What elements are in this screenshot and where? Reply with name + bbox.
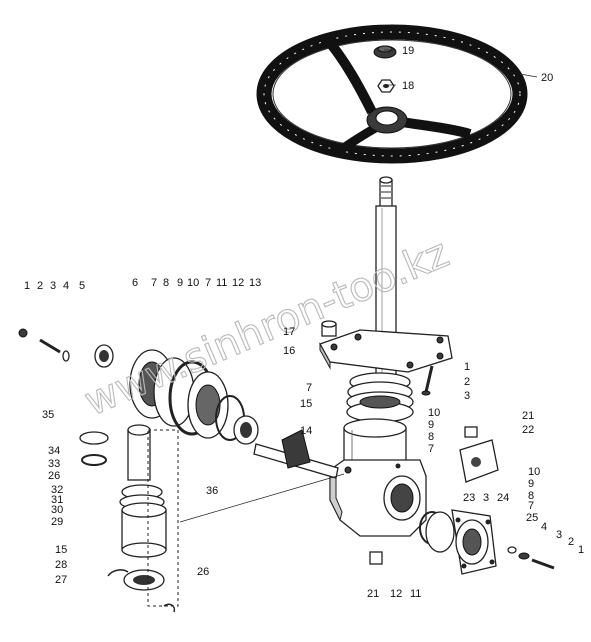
callout-m1: 1 — [578, 544, 584, 556]
callout-s32: 32 — [51, 484, 63, 496]
callout-l13a: 13 — [249, 277, 261, 289]
callout-m3: 3 — [483, 492, 489, 504]
callout-m24: 24 — [497, 492, 509, 504]
callout-l11a: 11 — [216, 277, 227, 289]
callout-l6a: 6 — [132, 277, 138, 289]
callout-m2: 2 — [568, 536, 574, 548]
bushing-17 — [321, 320, 337, 337]
steering-wheel — [256, 24, 528, 164]
gear-housing — [329, 418, 427, 537]
callout-r14: 14 — [300, 425, 312, 437]
seal-5 — [94, 344, 114, 368]
callout-s26: 26 — [48, 470, 60, 482]
callout-l3a: 3 — [50, 280, 56, 292]
callout-m3b: 3 — [556, 529, 562, 541]
callout-l7a: 7 — [151, 277, 157, 289]
callout-m7: 7 — [528, 500, 534, 512]
callout-s28: 28 — [55, 559, 67, 571]
callout-r1: 1 — [464, 361, 470, 373]
callout-m9: 9 — [528, 478, 534, 490]
callout-r10a: 10 — [428, 407, 440, 419]
right-cover-group — [419, 509, 497, 575]
callout-c18: 18 — [402, 80, 414, 92]
callout-r17: 17 — [283, 326, 295, 338]
callout-s27: 27 — [55, 574, 67, 586]
callout-l9a: 9 — [177, 277, 183, 289]
flange-bolt — [421, 365, 434, 396]
column-flange — [319, 329, 453, 373]
callout-s29: 29 — [51, 516, 63, 528]
callout-s35: 35 — [42, 409, 54, 421]
callout-r2: 2 — [464, 376, 470, 388]
plug-21-bottom — [369, 551, 383, 565]
callout-l5a: 5 — [79, 280, 85, 292]
plug-21-top — [464, 426, 478, 438]
callout-s26b: 26 — [197, 566, 209, 578]
callout-r3: 3 — [464, 390, 470, 402]
callout-s36: 36 — [206, 485, 218, 497]
callout-s15: 15 — [55, 544, 67, 556]
callout-l2a: 2 — [37, 280, 43, 292]
bolt-set-left — [18, 328, 70, 362]
callout-b12: 12 — [390, 588, 402, 600]
upper-bearing-stack — [346, 372, 414, 423]
callout-r21a: 21 — [522, 410, 534, 422]
callout-s30: 30 — [51, 504, 63, 516]
callout-c20: 20 — [541, 72, 553, 84]
callout-r7a: 7 — [306, 382, 312, 394]
callout-r9a: 9 — [428, 419, 434, 431]
callout-m25: 25 — [526, 512, 538, 524]
callout-l12a: 12 — [232, 277, 244, 289]
callout-s34: 34 — [48, 445, 60, 457]
callout-s31: 31 — [51, 494, 63, 506]
callout-r8a: 8 — [428, 431, 434, 443]
callout-l4a: 4 — [63, 280, 69, 292]
bolt-set-right — [507, 546, 555, 570]
callout-b21: 21 — [367, 588, 379, 600]
callout-r7b: 7 — [428, 443, 434, 455]
callout-s33: 33 — [48, 458, 60, 470]
callout-l7b: 7 — [205, 277, 211, 289]
callout-b11: 11 — [410, 588, 421, 600]
hub-cap — [373, 45, 397, 59]
callout-r15: 15 — [300, 398, 312, 410]
callout-leader — [519, 73, 538, 78]
bracket-22 — [459, 439, 499, 483]
hub-nut — [377, 79, 395, 93]
callout-m8: 8 — [528, 490, 534, 502]
callout-c19: 19 — [402, 45, 414, 57]
left-bearing-group — [129, 349, 259, 445]
sector-shaft-assembly — [79, 424, 179, 613]
callout-m4: 4 — [541, 521, 547, 533]
callout-m23: 23 — [463, 492, 475, 504]
callout-m10: 10 — [528, 466, 540, 478]
pinion-shaft — [253, 429, 339, 479]
callout-l8a: 8 — [163, 277, 169, 289]
callout-l1a: 1 — [24, 280, 30, 292]
callout-l10a: 10 — [187, 277, 199, 289]
callout-r22: 22 — [522, 424, 534, 436]
callout-r16: 16 — [283, 345, 295, 357]
